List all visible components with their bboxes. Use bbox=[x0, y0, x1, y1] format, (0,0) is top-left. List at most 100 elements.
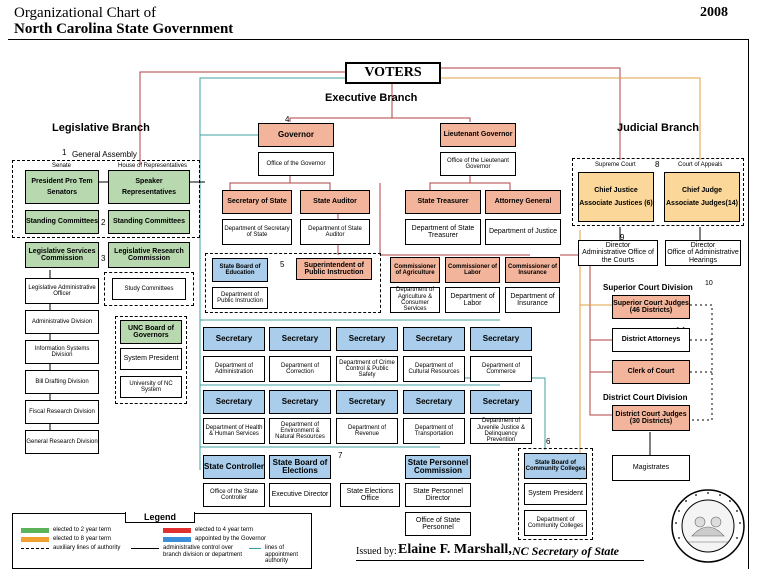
study-committees: Study Committees bbox=[112, 278, 186, 300]
superintendent-box: Superintendent of Public Instruction bbox=[296, 258, 372, 280]
chart-year: 2008 bbox=[700, 5, 728, 20]
dept-commerce: Department of Commerce bbox=[470, 356, 532, 382]
state-controller-box: State Controller bbox=[203, 455, 265, 479]
associate-justices: Associate Justices (6) bbox=[579, 200, 653, 207]
senate-box: President Pro Tem Senators bbox=[25, 170, 99, 204]
judicial-branch-label: Judicial Branch bbox=[617, 122, 699, 134]
oah-office: Office of Administrative Hearings bbox=[667, 249, 739, 264]
division-information-systems: Information Systems Division bbox=[25, 340, 99, 364]
issuer-name: Elaine F. Marshall, bbox=[398, 542, 512, 557]
representatives: Representatives bbox=[121, 189, 177, 196]
dept-labor: Department of Labor bbox=[445, 287, 500, 313]
note-8: 8 bbox=[655, 160, 660, 169]
legislative-research-commission: Legislative Research Commission bbox=[108, 242, 190, 268]
dept-secretary-of-state: Department of Secretary of State bbox=[222, 219, 292, 245]
dept-agriculture: Department of Agriculture & Consumer Ser… bbox=[390, 287, 440, 313]
note-4: 4 bbox=[285, 115, 290, 124]
superior-court-judges: Superior Court Judges (46 Districts) bbox=[612, 295, 690, 319]
court-of-appeals-label: Court of Appeals bbox=[678, 162, 723, 168]
dept-correction: Department of Correction bbox=[269, 356, 331, 382]
office-of-lt-governor: Office of the Lieutenant Governor bbox=[440, 152, 516, 176]
dept-juvenile-justice: Department of Juvenile Justice & Delinqu… bbox=[470, 418, 532, 444]
house-box: Speaker Representatives bbox=[108, 170, 190, 204]
division-bill-drafting: Bill Drafting Division bbox=[25, 370, 99, 394]
note-2: 2 bbox=[101, 218, 106, 227]
secretary-crime-control: Secretary bbox=[336, 327, 398, 351]
executive-director: Executive Director bbox=[269, 483, 331, 507]
community-colleges-board: State Board of Community Colleges bbox=[524, 453, 587, 479]
dept-environment: Department of Environment & Natural Reso… bbox=[269, 418, 331, 444]
legend-swatch-red bbox=[163, 528, 191, 533]
unc-system-president: System President bbox=[120, 348, 182, 370]
secretary-admin: Secretary bbox=[203, 327, 265, 351]
dept-administration: Department of Administration bbox=[203, 356, 265, 382]
chief-judge: Chief Judge bbox=[681, 186, 723, 194]
senate-label: Senate bbox=[52, 163, 72, 169]
chart-title-line2: North Carolina State Government bbox=[14, 21, 234, 37]
president-pro-tem: President Pro Tem bbox=[31, 178, 93, 186]
district-court-judges: District Court Judges (30 Districts) bbox=[612, 405, 690, 431]
superior-court-division-label: Superior Court Division bbox=[603, 283, 693, 292]
legend-title: Legend bbox=[125, 512, 195, 523]
house-standing-committees: Standing Committees bbox=[108, 210, 190, 234]
state-treasurer-box: State Treasurer bbox=[405, 190, 481, 214]
legend-label-admin: administrative control over branch divis… bbox=[163, 545, 243, 558]
office-state-personnel: Office of State Personnel bbox=[405, 512, 471, 536]
district-court-division-label: District Court Division bbox=[603, 393, 688, 402]
senators: Senators bbox=[47, 188, 77, 196]
attorney-general-box: Attorney General bbox=[485, 190, 561, 214]
dept-community-colleges: Department of Community Colleges bbox=[524, 510, 587, 536]
supreme-court-label: Supreme Court bbox=[595, 162, 636, 168]
dept-state-auditor: Department of State Auditor bbox=[300, 219, 370, 245]
footer-rule bbox=[356, 560, 644, 561]
header-rule bbox=[8, 39, 749, 40]
note-1: 1 bbox=[62, 148, 67, 157]
dept-crime-control: Department of Crime Control & Public Saf… bbox=[336, 356, 398, 382]
secretary-hhs: Secretary bbox=[203, 390, 265, 414]
office-state-controller: Office of the State Controller bbox=[203, 483, 265, 507]
community-colleges-group bbox=[518, 448, 593, 540]
right-border bbox=[748, 39, 749, 569]
legend-swatch-orange bbox=[21, 537, 49, 542]
study-committees-group bbox=[104, 272, 194, 306]
legend-label-appointment: lines of appointment authority bbox=[265, 545, 299, 565]
dept-justice: Department of Justice bbox=[485, 219, 561, 245]
legend-swatch-blue bbox=[163, 537, 191, 542]
issued-by-label: Issued by: bbox=[356, 546, 397, 557]
aoc-director: Director bbox=[605, 241, 631, 249]
district-attorneys: District Attorneys bbox=[612, 328, 690, 352]
secretary-revenue: Secretary bbox=[336, 390, 398, 414]
legend-line-admin bbox=[131, 548, 159, 549]
dept-hhs: Department of Health & Human Services bbox=[203, 418, 265, 444]
chart-title-line1: Organizational Chart of bbox=[14, 5, 157, 21]
division-administrative: Administrative Division bbox=[25, 310, 99, 334]
clerk-of-court: Clerk of Court bbox=[612, 360, 690, 384]
unc-board-of-governors: UNC Board of Governors bbox=[120, 320, 182, 344]
state-board-elections-box: State Board of Elections bbox=[269, 455, 331, 479]
commissioner-labor: Commissioner of Labor bbox=[445, 257, 500, 283]
note-10: 10 bbox=[705, 280, 713, 287]
state-personnel-commission-box: State Personnel Commission bbox=[405, 455, 471, 479]
secretary-commerce: Secretary bbox=[470, 327, 532, 351]
office-of-governor: Office of the Governor bbox=[258, 152, 334, 176]
oah-director: Director bbox=[690, 241, 716, 249]
division-fiscal-research: Fiscal Research Division bbox=[25, 400, 99, 424]
chief-justice-box: Chief Justice Associate Justices (6) bbox=[578, 172, 654, 222]
general-assembly-label: General Assembly bbox=[72, 150, 137, 159]
voters-box: VOTERS bbox=[345, 62, 441, 84]
legend-line-appointment bbox=[249, 548, 261, 549]
issuer-office: NC Secretary of State bbox=[512, 544, 619, 558]
unc-group bbox=[115, 316, 187, 404]
executive-branch-label: Executive Branch bbox=[325, 92, 418, 104]
state-auditor-box: State Auditor bbox=[300, 190, 370, 214]
aoc-office: Administrative Office of the Courts bbox=[582, 249, 654, 264]
state-personnel-director: State Personnel Director bbox=[405, 483, 471, 507]
chief-justice: Chief Justice bbox=[594, 186, 638, 194]
appellate-courts-group bbox=[572, 158, 744, 226]
legislative-admin-officer: Legislative Administrative Officer bbox=[25, 278, 99, 304]
legend-label-2yr: elected to 2 year term bbox=[53, 527, 112, 533]
speaker: Speaker bbox=[135, 177, 163, 185]
legend-label-appointed: appointed by the Governor bbox=[195, 536, 267, 542]
division-general-research: General Research Division bbox=[25, 430, 99, 454]
